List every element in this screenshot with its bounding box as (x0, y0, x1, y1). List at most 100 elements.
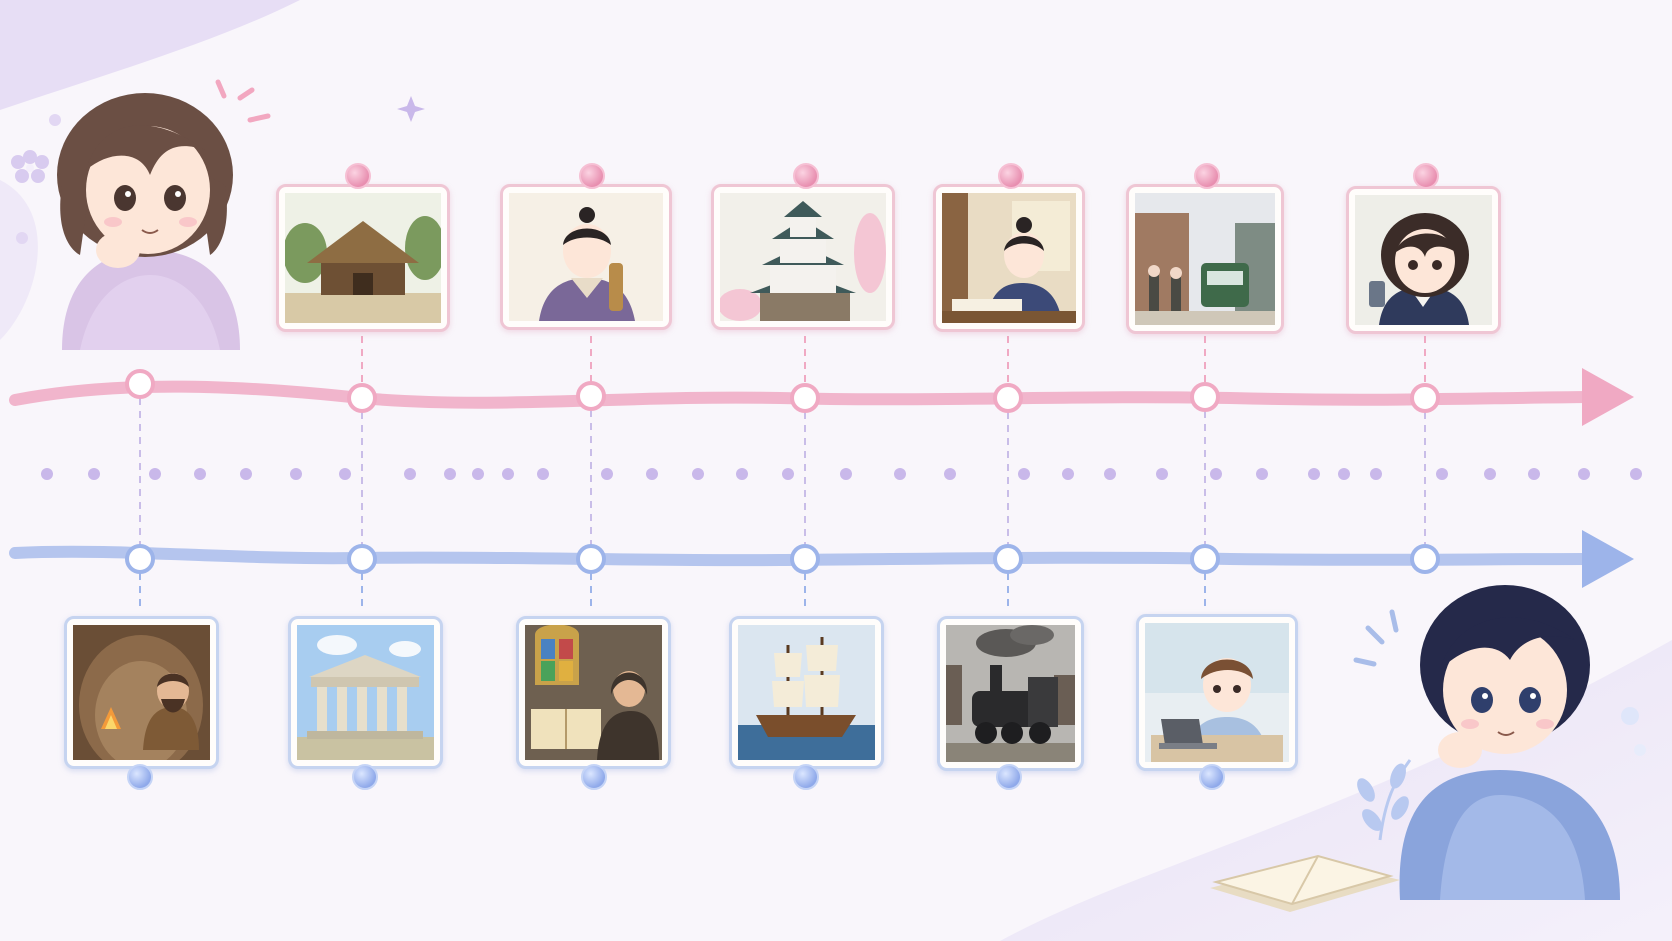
pink-timeline-nodes (125, 369, 1440, 413)
event-card (937, 616, 1084, 771)
separator-dot (1484, 468, 1496, 480)
separator-dot (1630, 468, 1642, 480)
blue-timeline-node (125, 544, 155, 574)
separator-dot (1210, 468, 1222, 480)
bg-wash-left (0, 180, 38, 340)
medieval-monk-icon (525, 625, 662, 760)
blue-timeline-node (1190, 544, 1220, 574)
separator-dot (194, 468, 206, 480)
blue-pin-icon (352, 764, 378, 790)
event-card (276, 184, 450, 332)
separator-dot (646, 468, 658, 480)
excitement-lines-icon (215, 79, 271, 123)
blue-pin-icon (793, 764, 819, 790)
pink-pin-icon (345, 163, 371, 189)
separator-dot (339, 468, 351, 480)
pink-pin-icon (793, 163, 819, 189)
blue-pin-icon (996, 764, 1022, 790)
event-card (729, 616, 884, 769)
pink-timeline-node (1410, 383, 1440, 413)
pink-pin-icon (998, 163, 1024, 189)
separator-dot (601, 468, 613, 480)
meiji-street-tram-icon (1135, 193, 1275, 325)
pink-timeline-node (125, 369, 155, 399)
pink-timeline-node (347, 383, 377, 413)
event-card (1126, 184, 1284, 334)
blue-timeline-nodes (125, 544, 1440, 574)
sakura-petal-icon (16, 232, 28, 244)
event-card (516, 616, 671, 769)
pink-timeline-node (1190, 382, 1220, 412)
separator-dot (537, 468, 549, 480)
bubble-icon (1621, 707, 1639, 725)
writing-woman-icon (942, 193, 1076, 323)
student-with-phone-icon (1355, 195, 1492, 325)
bubble-icon (1634, 744, 1646, 756)
pink-timeline-arrowhead (1582, 368, 1634, 426)
thatched-house-icon (285, 193, 441, 323)
separator-dot (1308, 468, 1320, 480)
separator-dot (240, 468, 252, 480)
separator-dot (149, 468, 161, 480)
boy-with-laptop-icon (1145, 623, 1289, 762)
blue-timeline-node (790, 544, 820, 574)
japanese-castle-icon (720, 193, 886, 321)
samurai-scholar-icon (509, 193, 663, 321)
event-card (288, 616, 443, 769)
girl-character-icon (57, 93, 240, 350)
event-card (1136, 614, 1298, 771)
blue-pin-icon (581, 764, 607, 790)
dotted-separator (41, 468, 1642, 480)
separator-dot (1436, 468, 1448, 480)
separator-dot (1370, 468, 1382, 480)
pink-timeline-line (9, 380, 1596, 409)
open-book-icon (1210, 854, 1400, 912)
blue-timeline-node (576, 544, 606, 574)
separator-dot (894, 468, 906, 480)
blue-timeline-node (347, 544, 377, 574)
blue-timeline-node (993, 544, 1023, 574)
boy-character-icon (1399, 585, 1620, 900)
blue-timeline-node (1410, 544, 1440, 574)
blue-pin-icon (127, 764, 153, 790)
steam-locomotive-icon (946, 625, 1075, 762)
event-card (64, 616, 219, 769)
sakura-petal-icon (49, 114, 61, 126)
event-card (500, 184, 672, 330)
separator-dot (736, 468, 748, 480)
sparkle-icon (397, 96, 425, 122)
sakura-icon (11, 150, 49, 183)
separator-dot (444, 468, 456, 480)
separator-dot (88, 468, 100, 480)
separator-dot (502, 468, 514, 480)
separator-dot (1104, 468, 1116, 480)
separator-dot (692, 468, 704, 480)
separator-dot (1156, 468, 1168, 480)
separator-dot (1528, 468, 1540, 480)
pink-timeline-node (993, 383, 1023, 413)
separator-dot (840, 468, 852, 480)
leaf-sprig-icon (1357, 759, 1412, 841)
bg-wash-top-left (0, 0, 300, 110)
caveman-campfire-icon (73, 625, 210, 760)
separator-dot (1256, 468, 1268, 480)
event-card (933, 184, 1085, 332)
separator-dot (782, 468, 794, 480)
separator-dot (1578, 468, 1590, 480)
pink-timeline-node (790, 383, 820, 413)
separator-dot (1062, 468, 1074, 480)
separator-dot (472, 468, 484, 480)
blue-timeline-line (9, 545, 1596, 567)
excitement-lines-icon (1353, 609, 1399, 667)
pink-timeline-node (576, 381, 606, 411)
event-card (1346, 186, 1501, 334)
blue-timeline-arrowhead (1582, 530, 1634, 588)
pink-pin-icon (1413, 163, 1439, 189)
connector-dashes (139, 336, 1426, 612)
sailing-ship-icon (738, 625, 875, 760)
separator-dot (41, 468, 53, 480)
pink-pin-icon (1194, 163, 1220, 189)
separator-dot (404, 468, 416, 480)
separator-dot (1018, 468, 1030, 480)
